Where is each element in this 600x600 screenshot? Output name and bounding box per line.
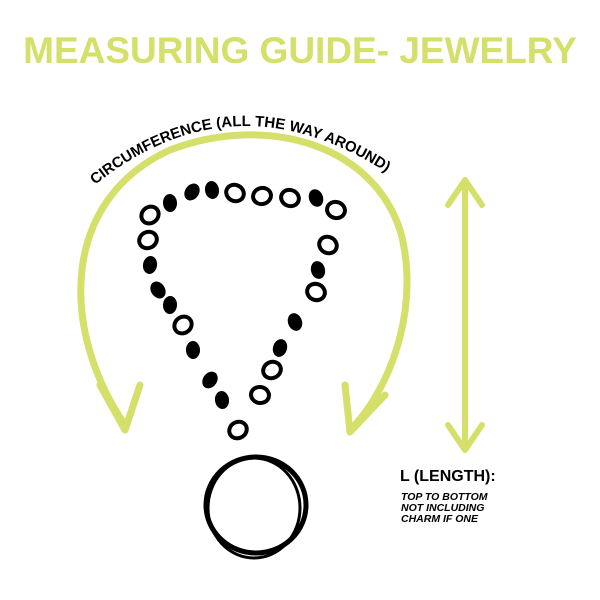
- circumference-arrow: [77, 131, 411, 436]
- bead: [204, 181, 220, 199]
- bead: [287, 313, 303, 331]
- bead: [310, 261, 326, 279]
- bead: [308, 189, 324, 207]
- bead: [325, 199, 347, 221]
- bead: [150, 281, 166, 299]
- bead: [305, 281, 327, 303]
- bead: [142, 256, 158, 274]
- bead: [261, 359, 283, 381]
- length-description: TOP TO BOTTOM NOT INCLUDING CHARM IF ONE: [401, 492, 488, 525]
- bead: [184, 183, 200, 201]
- bead: [137, 229, 159, 251]
- page-title: MEASURING GUIDE- JEWELRY: [23, 30, 577, 71]
- bead: [202, 371, 218, 389]
- bead: [272, 339, 288, 357]
- bead: [227, 419, 249, 441]
- charm-icon: [203, 454, 309, 560]
- bead: [172, 314, 194, 336]
- length-line: CHARM IF ONE: [401, 513, 478, 525]
- bead: [162, 194, 178, 212]
- bead: [224, 182, 246, 204]
- bead: [162, 296, 178, 314]
- bead: [251, 185, 273, 207]
- length-line: NOT INCLUDING: [401, 502, 485, 514]
- bead: [317, 234, 339, 256]
- length-arrow: [445, 177, 485, 453]
- length-line: TOP TO BOTTOM: [401, 491, 488, 503]
- bead: [279, 187, 301, 209]
- necklace-beads: [137, 181, 347, 441]
- length-label: L (LENGTH):: [400, 468, 496, 485]
- bead: [249, 384, 271, 406]
- bead: [214, 391, 230, 409]
- bead: [139, 204, 161, 226]
- bead: [185, 341, 201, 359]
